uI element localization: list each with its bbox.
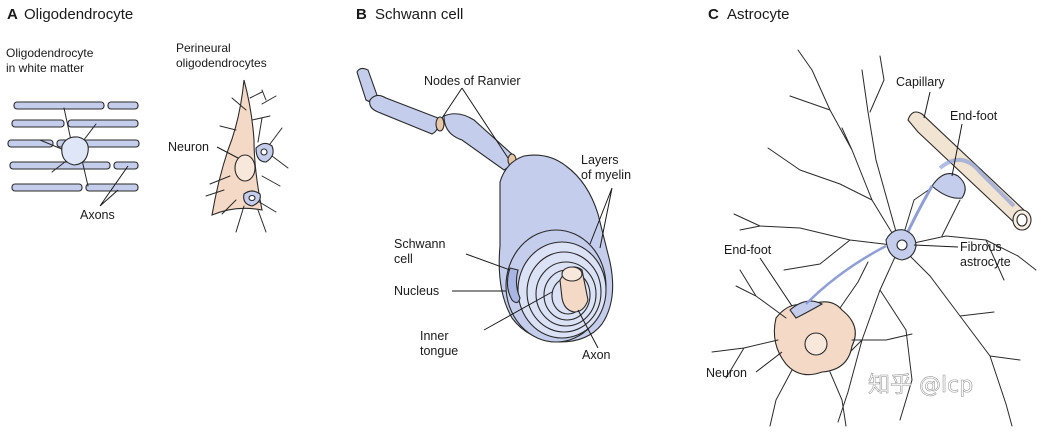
- label-schwann-1: Schwann: [394, 237, 445, 251]
- label-perineural-2: oligodendrocytes: [176, 56, 267, 70]
- panel-a-oligodendrocyte: A Oligodendrocyte Oligodendrocyte in whi…: [6, 6, 289, 233]
- end-foot-top-leader: [951, 123, 963, 177]
- schwann-leader: [465, 253, 511, 271]
- label-oligodendrocyte-white-matter-1: Oligodendrocyte: [6, 46, 94, 60]
- panel-c-astrocyte: C Astrocyte: [706, 6, 1037, 427]
- label-perineural-1: Perineural: [176, 41, 231, 55]
- end-foot-capillary: [931, 173, 966, 199]
- axons-leader: [99, 165, 129, 207]
- label-inner-2: tongue: [420, 344, 458, 358]
- label-schwann-2: cell: [394, 252, 413, 266]
- label-axons: Axons: [80, 208, 115, 222]
- layers-leader: [589, 187, 613, 249]
- watermark: 知乎 @lcp: [868, 373, 973, 398]
- fibrous-leader: [913, 244, 959, 248]
- panel-b-title: Schwann cell: [375, 6, 463, 23]
- label-nodes-of-ranvier: Nodes of Ranvier: [424, 74, 521, 88]
- label-capillary: Capillary: [896, 75, 945, 89]
- inner-tongue-leader: [483, 291, 553, 331]
- capillary-leader: [923, 91, 931, 119]
- myelinated-axon: [356, 67, 517, 171]
- perineural-oligodendrocytes: [205, 89, 289, 233]
- label-fibrous-2: astrocyte: [960, 255, 1011, 269]
- panel-b-schwann-cell: B Schwann cell: [356, 6, 631, 362]
- fibrous-astrocyte-soma: [885, 229, 917, 261]
- label-fibrous-1: Fibrous: [960, 240, 1002, 254]
- panel-c-title: Astrocyte: [727, 6, 790, 23]
- astrocyte-processes: [733, 49, 1037, 427]
- label-axon: Axon: [582, 348, 611, 362]
- capillary: [907, 111, 1032, 231]
- panel-a-title: Oligodendrocyte: [24, 6, 133, 23]
- label-layers-1: Layers: [581, 153, 619, 167]
- neuron-c-leader: [755, 351, 783, 373]
- panel-a-letter: A: [7, 6, 18, 23]
- neuron-a-leader: [216, 146, 239, 159]
- end-foot-neuron-stalk: [805, 244, 887, 305]
- perineural-neuron: [211, 79, 277, 216]
- label-layers-2: of myelin: [581, 168, 631, 182]
- label-nucleus: Nucleus: [394, 284, 439, 298]
- panel-b-letter: B: [356, 6, 367, 23]
- axon-leader: [577, 309, 599, 349]
- label-inner-1: Inner: [420, 329, 449, 343]
- label-oligodendrocyte-white-matter-2: in white matter: [6, 61, 84, 75]
- end-foot-neuron: [789, 300, 824, 319]
- label-end-foot-left: End-foot: [724, 243, 772, 257]
- panel-c-letter: C: [708, 6, 719, 23]
- white-matter-oligodendrocyte: [39, 107, 97, 187]
- schwann-cutaway: [498, 154, 614, 343]
- end-foot-left-leader: [759, 257, 793, 307]
- label-neuron-c: Neuron: [706, 366, 747, 380]
- label-end-foot-top: End-foot: [950, 109, 998, 123]
- nodes-leader: [441, 87, 509, 159]
- label-neuron-a: Neuron: [168, 140, 209, 154]
